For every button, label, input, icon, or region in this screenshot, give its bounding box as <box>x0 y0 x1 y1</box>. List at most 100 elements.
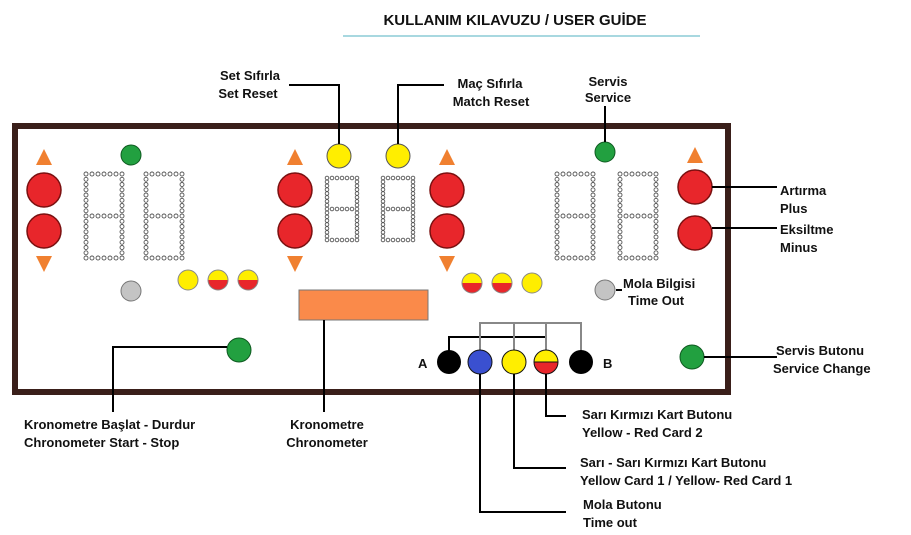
timeout-info-label-tr: Mola Bilgisi <box>623 276 695 291</box>
digit-dot <box>83 208 89 214</box>
digit-dot <box>590 250 596 256</box>
digit-dot <box>95 255 101 261</box>
match-reset-label-tr: Maç Sıfırla <box>457 76 523 91</box>
set-reset-button[interactable] <box>326 143 352 169</box>
digit-dot <box>113 255 119 261</box>
digit-dot <box>324 187 330 192</box>
digit-dot <box>647 171 653 177</box>
digit-dot <box>578 171 584 177</box>
digit-dot <box>167 255 173 261</box>
digit-dot <box>405 175 411 181</box>
right-set-minus-button[interactable] <box>429 213 465 249</box>
digit-dot <box>380 202 386 208</box>
digit-dot <box>161 171 167 177</box>
minus-label-en: Minus <box>780 240 818 255</box>
left-card-indicators <box>177 269 259 291</box>
digit-dot <box>324 199 330 204</box>
digit-dot <box>410 226 416 231</box>
digit-dot <box>324 191 330 196</box>
digit-dot <box>554 203 560 208</box>
digit-dot <box>344 206 350 212</box>
digit-dot <box>405 237 411 243</box>
timeout-info-label-en: Time Out <box>628 293 685 308</box>
left-score-plus-button[interactable] <box>26 172 62 208</box>
digit-dot <box>354 230 360 235</box>
digit-dot <box>380 187 386 192</box>
set-reset-label-en: Set Reset <box>218 86 278 101</box>
digit-dot <box>617 229 623 235</box>
left-score-minus-button[interactable] <box>26 213 62 249</box>
digit-dot <box>324 195 330 200</box>
digit-dot <box>380 195 386 200</box>
left-set-up-arrow-icon <box>287 149 303 165</box>
digit-dot <box>179 234 185 240</box>
digit-dot <box>179 229 185 235</box>
digit-dot <box>119 239 125 245</box>
service-label-en: Service <box>585 90 631 105</box>
left-score-down-arrow-icon <box>36 256 52 272</box>
digit-dot <box>149 255 155 261</box>
digit-dot <box>119 208 125 214</box>
digit-dot <box>385 237 391 243</box>
digit-dot <box>119 192 125 198</box>
digit-dot <box>119 187 125 193</box>
service-change-button[interactable] <box>679 344 705 370</box>
digit-dot <box>590 229 596 235</box>
match-reset-button[interactable] <box>385 143 411 169</box>
timeout-button[interactable] <box>467 349 493 375</box>
digit-dot <box>590 192 596 198</box>
digit-dot <box>590 176 596 182</box>
digit-dot <box>83 255 89 261</box>
digit-dot <box>405 206 411 212</box>
digit-dot <box>584 255 590 261</box>
digit-dot <box>354 218 360 223</box>
digit-dot <box>107 213 113 219</box>
service-change-label-en: Service Change <box>773 361 871 376</box>
digit-dot <box>590 234 596 240</box>
digit-dot <box>324 233 330 239</box>
team-a-select-button[interactable] <box>437 350 461 374</box>
digit-dot <box>161 255 167 261</box>
digit-dot <box>324 226 330 231</box>
red-card-label-tr: Sarı Kırmızı Kart Butonu <box>582 407 732 422</box>
digit-dot <box>641 171 647 177</box>
team-b-label: B <box>603 356 612 371</box>
yellow-red-card-button[interactable] <box>533 349 559 375</box>
right-card-indicators <box>461 272 543 294</box>
team-b-select-button[interactable] <box>569 350 593 374</box>
left-set-plus-button[interactable] <box>277 172 313 208</box>
digit-dot <box>113 213 119 219</box>
digit-dot <box>334 206 340 212</box>
digit-dot <box>410 175 416 181</box>
digit-dot <box>617 192 623 198</box>
digit-dot <box>617 197 623 203</box>
digit-dot <box>143 192 149 198</box>
digit-dot <box>554 255 560 261</box>
yellow-card-label-tr: Sarı - Sarı Kırmızı Kart Butonu <box>580 455 766 470</box>
page-title: KULLANIM KILAVUZU / USER GUİDE <box>383 12 646 29</box>
digit-dot <box>354 179 360 185</box>
digit-dot <box>653 192 659 198</box>
digit-dot <box>155 255 161 261</box>
digit-dot <box>641 213 647 219</box>
digit-dot <box>623 255 629 261</box>
digit-dot <box>572 171 578 177</box>
right-score-minus-button[interactable] <box>677 215 713 251</box>
digit-dot <box>107 171 113 177</box>
digit-dot <box>617 239 623 245</box>
digit-dot <box>83 213 89 219</box>
digit-dot <box>83 203 89 208</box>
left-set-minus-button[interactable] <box>277 213 313 249</box>
digit-dot <box>617 187 623 193</box>
digit-dot <box>617 203 623 208</box>
right-score-plus-button[interactable] <box>677 169 713 205</box>
right-set-plus-button[interactable] <box>429 172 465 208</box>
digit-dot <box>554 239 560 245</box>
yellow-card-button[interactable] <box>501 349 527 375</box>
digit-dot <box>554 192 560 198</box>
digit-dot <box>380 230 386 235</box>
digit-dot <box>590 239 596 245</box>
digit-dot <box>89 255 95 261</box>
digit-dot <box>354 237 360 243</box>
chronometer-start-stop-button[interactable] <box>226 337 252 363</box>
